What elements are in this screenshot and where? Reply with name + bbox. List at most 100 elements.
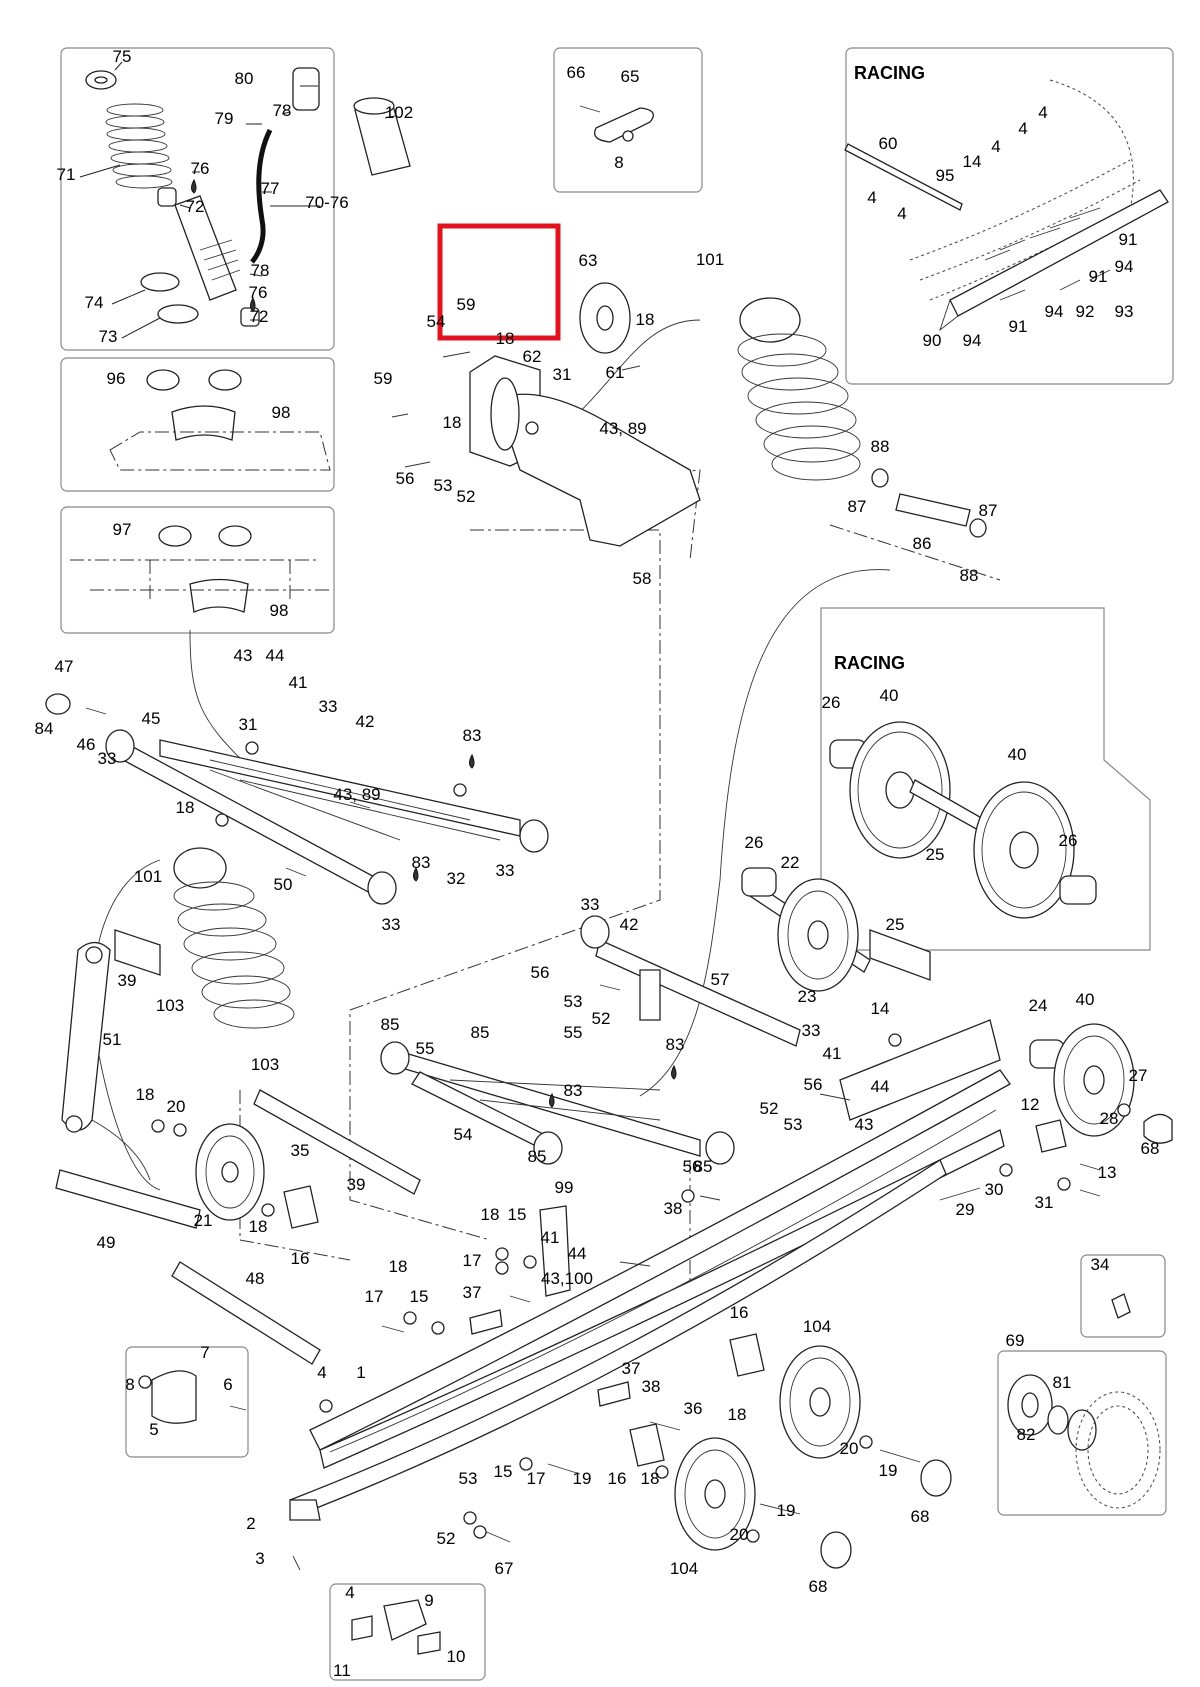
skid-front-inset [125,1346,249,1458]
part-label: 101 [696,250,724,269]
part-label: 85 [528,1147,547,1166]
part-label: 94 [1045,302,1064,321]
part-label: 33 [319,697,338,716]
shock-absorber-inset [60,47,411,351]
part-label: 80 [235,69,254,88]
part-label: 33 [382,915,401,934]
part-label: 31 [239,715,258,734]
part-label: 78 [273,101,292,120]
grease-fitting-inset [1080,1254,1166,1338]
part-label: 85 [381,1015,400,1034]
part-label: 4 [1038,103,1047,122]
part-label: 61 [606,363,625,382]
part-label: 53 [784,1115,803,1134]
part-label: 46 [77,735,96,754]
part-label: 50 [274,875,293,894]
part-label: 33 [98,749,117,768]
part-label: 4 [345,1583,354,1602]
part-label: 4 [867,188,876,207]
part-label: 40 [880,686,899,705]
part-label: 20 [167,1097,186,1116]
part-label: 95 [936,166,955,185]
part-label: 37 [622,1359,641,1378]
part-label: 17 [365,1287,384,1306]
idler-bearing-inset [997,1350,1167,1516]
part-label: 42 [356,712,375,731]
part-label: 43, 89 [333,785,380,804]
part-label: 87 [979,501,998,520]
part-label: 44 [871,1077,890,1096]
part-label: 73 [99,327,118,346]
part-label: 33 [802,1021,821,1040]
part-label: 91 [1089,267,1108,286]
part-label: 19 [777,1501,796,1520]
part-label: 56 [683,1157,702,1176]
part-label: 15 [494,1462,513,1481]
part-label: 13 [1098,1163,1117,1182]
part-label: 11 [333,1661,351,1680]
part-label: 99 [555,1178,574,1197]
part-label: 43, 89 [599,419,646,438]
part-label: 77 [261,179,280,198]
bracket-inset-65 [553,47,703,193]
part-label: 16 [730,1303,749,1322]
part-label: 98 [272,403,291,422]
part-label: 18 [443,413,462,432]
part-label: 18 [249,1217,268,1236]
racing-label-wheels: RACING [834,653,905,673]
part-label: 93 [1115,302,1134,321]
part-label: 33 [581,895,600,914]
racing-wheel-inset: RACING [820,607,1151,951]
part-label: 6 [223,1375,232,1394]
part-label: 18 [641,1469,660,1488]
part-label: 26 [822,693,841,712]
part-label: 38 [664,1199,683,1218]
part-label: 52 [437,1529,456,1548]
part-label: 53 [459,1469,478,1488]
part-label: 56 [531,963,550,982]
part-label: 52 [760,1099,779,1118]
part-label: 88 [871,437,890,456]
part-label: 41 [541,1228,560,1247]
part-label: 41 [289,673,308,692]
part-label: 26 [745,833,764,852]
part-label: 83 [412,853,431,872]
part-label: 35 [291,1141,310,1160]
part-label: 29 [956,1200,975,1219]
part-label: 91 [1009,317,1028,336]
part-label: 40 [1008,745,1027,764]
clamp-inset-97 [60,506,335,634]
part-label: 96 [107,369,126,388]
part-label: 19 [879,1461,898,1480]
part-label: 92 [1076,302,1095,321]
part-label: 32 [447,869,466,888]
part-label: 94 [1115,257,1134,276]
part-label: 102 [385,103,413,122]
part-label: 43 [234,646,253,665]
part-label: 15 [410,1287,429,1306]
part-label: 54 [454,1125,473,1144]
part-label: 42 [620,915,639,934]
main-assembly [45,178,1173,1571]
part-label: 76 [249,283,268,302]
part-label: 97 [113,520,132,539]
part-label: 59 [374,369,393,388]
part-label: 83 [666,1035,685,1054]
part-label: 82 [1017,1425,1036,1444]
part-label: 40 [1076,990,1095,1009]
part-label: 101 [134,867,162,886]
part-label: 10 [447,1647,466,1666]
part-label: 53 [434,476,453,495]
part-label: 76 [191,159,210,178]
part-label: 83 [564,1081,583,1100]
part-label: 39 [347,1175,366,1194]
racing-label-top: RACING [854,63,925,83]
part-label: 24 [1029,996,1048,1015]
part-label: 18 [636,310,655,329]
part-label: 34 [1091,1255,1110,1274]
part-label: 7 [200,1343,209,1362]
part-label: 103 [251,1055,279,1074]
part-label: 87 [848,497,867,516]
part-label: 3 [255,1549,264,1568]
